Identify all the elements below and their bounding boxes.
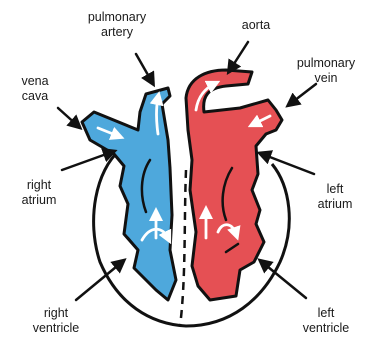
label-left-ventricle: left ventricle [290, 306, 362, 336]
label-line: vein [286, 71, 366, 86]
label-right-ventricle: right ventricle [20, 306, 92, 336]
label-line: left [290, 306, 362, 321]
label-vena-cava: vena cava [8, 74, 62, 104]
label-line: vena [8, 74, 62, 89]
label-line: atrium [12, 193, 66, 208]
label-line: right [12, 178, 66, 193]
label-line: artery [72, 25, 162, 40]
pointer-pulmonary-artery [136, 54, 152, 82]
label-line: ventricle [290, 321, 362, 336]
label-line: right [20, 306, 92, 321]
label-right-atrium: right atrium [12, 178, 66, 208]
label-line: pulmonary [72, 10, 162, 25]
label-line: left [308, 182, 362, 197]
label-line: ventricle [20, 321, 92, 336]
pointer-pulmonary-vein [290, 84, 316, 104]
label-pulmonary-vein: pulmonary vein [286, 56, 366, 86]
flow-arrow-pulmonary-artery [157, 98, 159, 134]
label-line: atrium [308, 197, 362, 212]
label-line: cava [8, 89, 62, 104]
label-line: pulmonary [286, 56, 366, 71]
label-pulmonary-artery: pulmonary artery [72, 10, 162, 40]
label-left-atrium: left atrium [308, 182, 362, 212]
pointer-vena-cava [58, 108, 78, 126]
label-aorta: aorta [226, 18, 286, 33]
pointer-aorta [230, 42, 248, 70]
label-line: aorta [226, 18, 286, 33]
